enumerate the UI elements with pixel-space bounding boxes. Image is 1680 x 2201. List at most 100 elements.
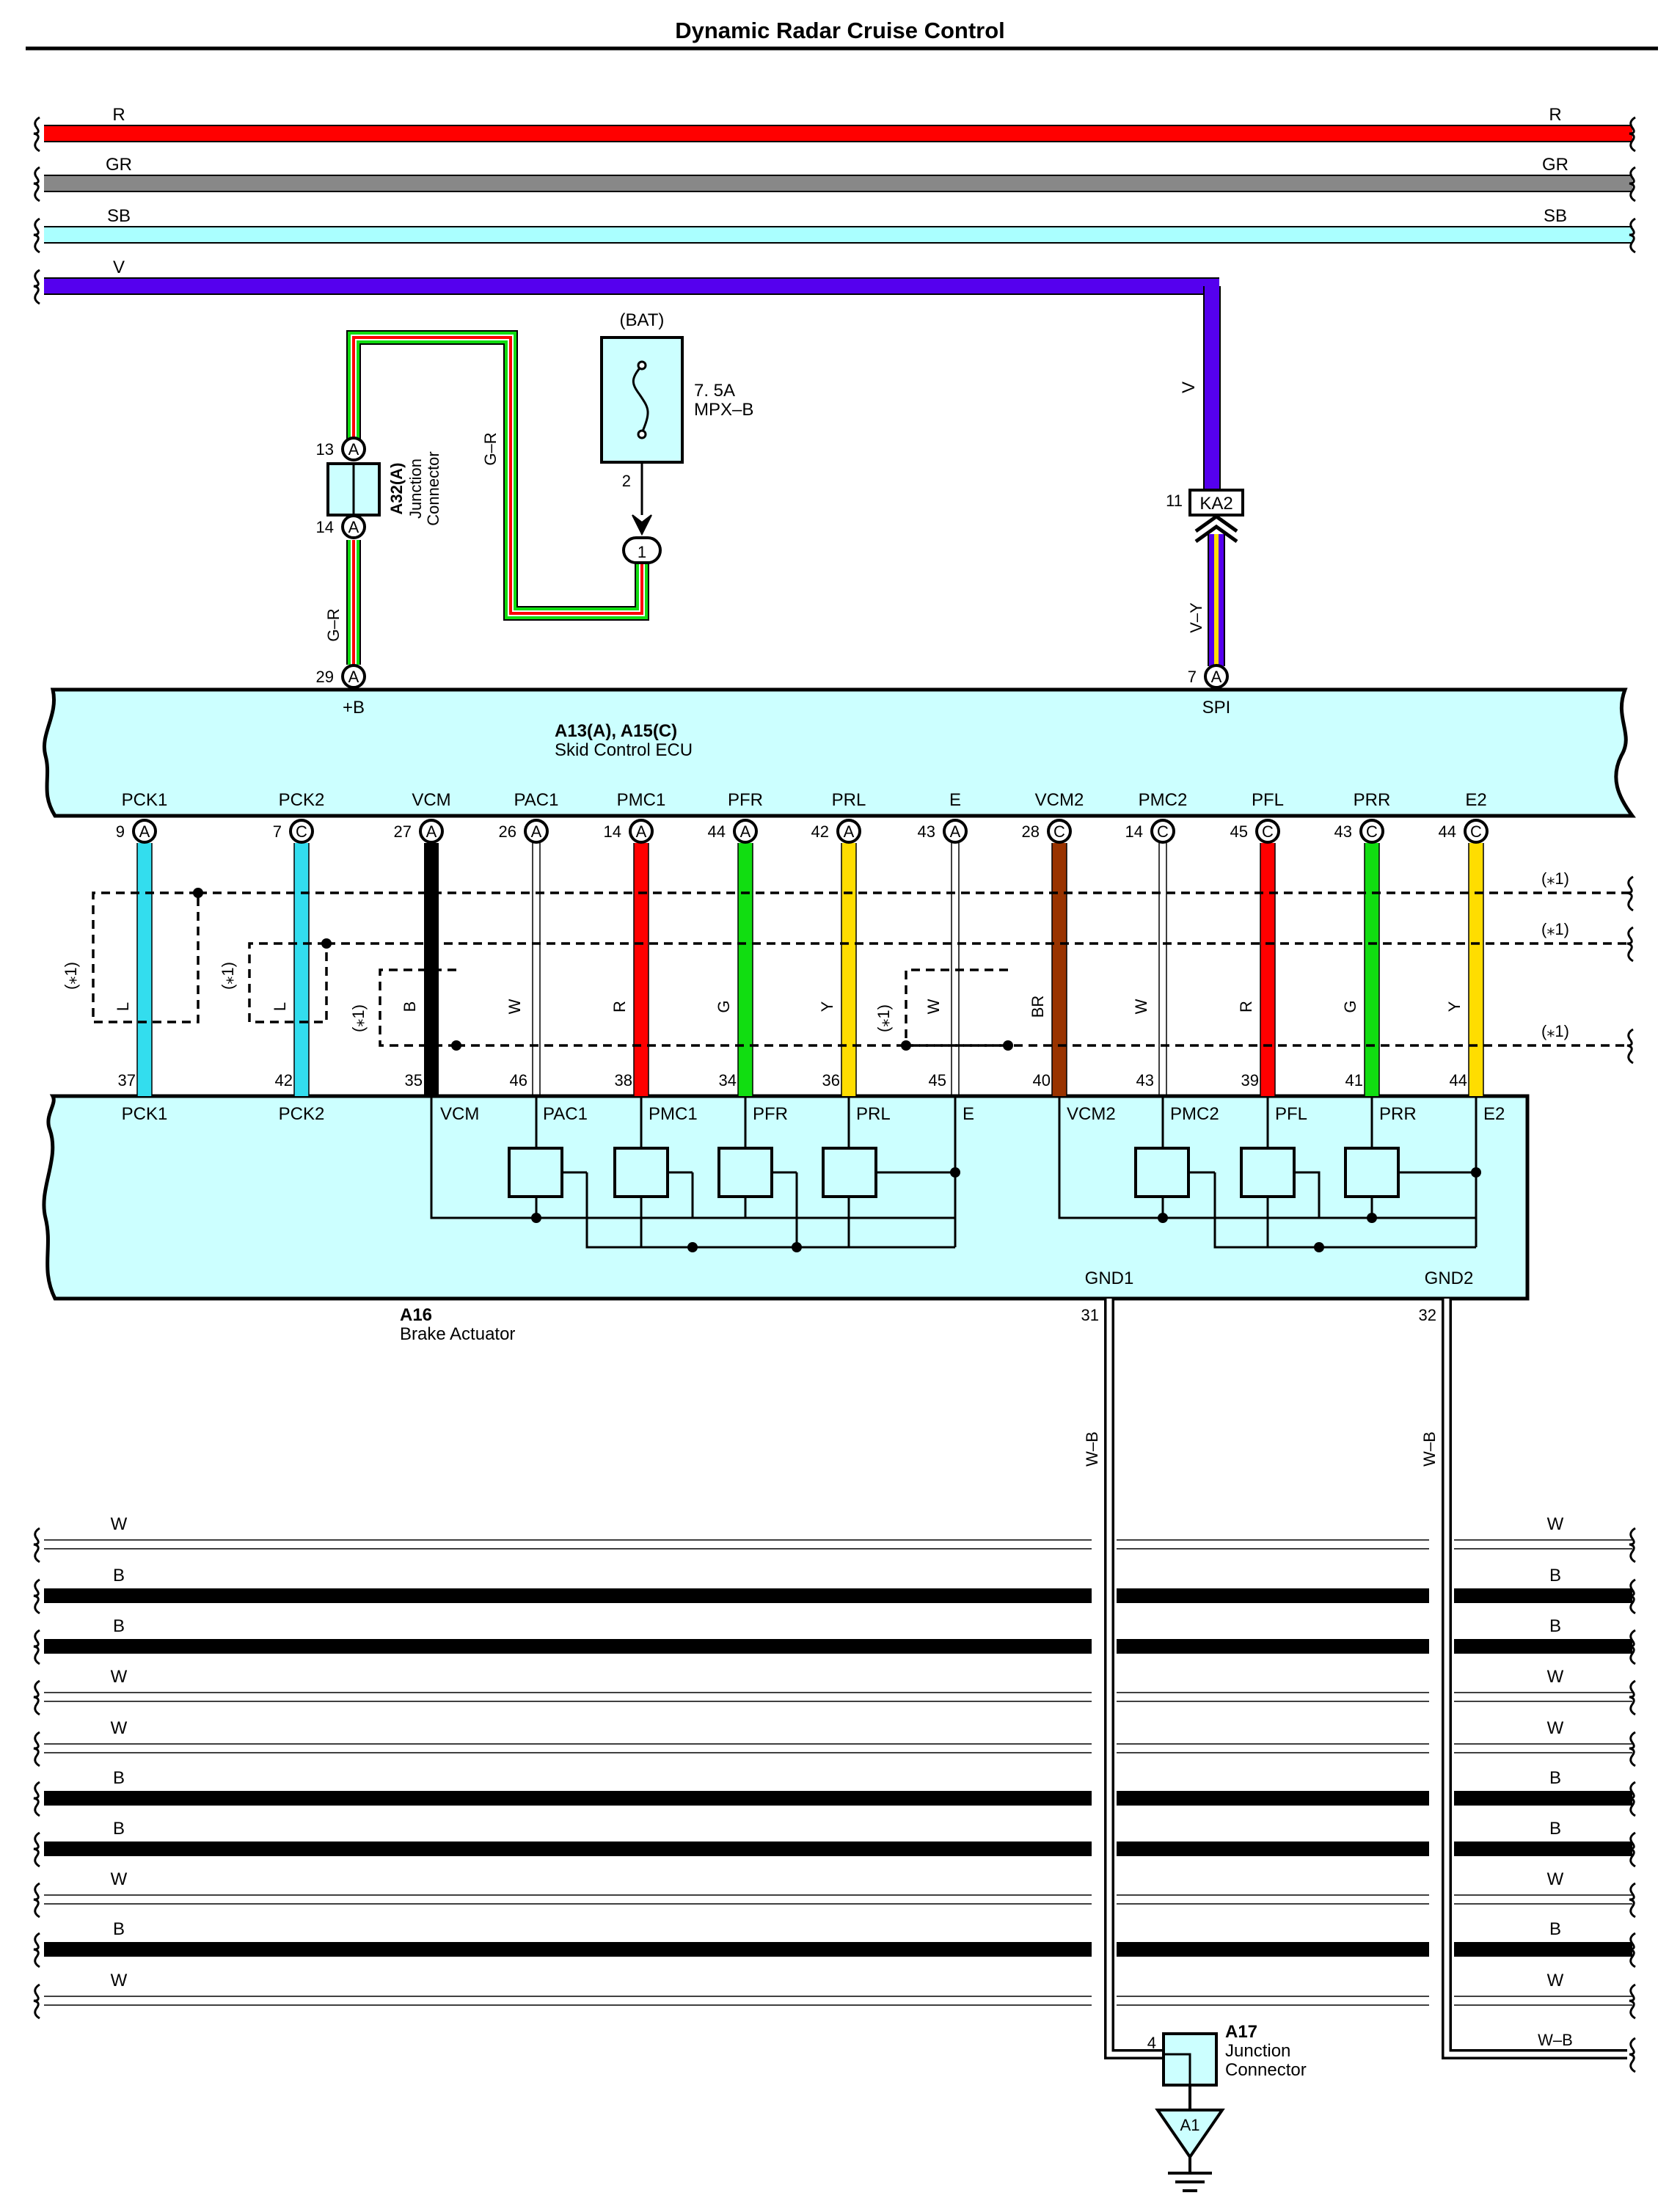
ecu-terminal-pin: C xyxy=(1464,819,1489,844)
a17-pin: 4 xyxy=(1147,2034,1156,2052)
actuator-terminal-label: PRL xyxy=(856,1104,891,1124)
bottom-bus-label-right: W xyxy=(1547,1869,1564,1889)
actuator-pin-num: 42 xyxy=(275,1071,293,1089)
terminal-wire-label: W xyxy=(924,999,943,1014)
gnd1-wb-wire xyxy=(1104,1299,1164,2059)
vy-wire-label: V–Y xyxy=(1187,602,1205,633)
bat-connector-oval xyxy=(622,536,662,564)
gnd2-wb-wire xyxy=(1442,1299,1627,2059)
ecu-terminal-pin-num: 44 xyxy=(1439,822,1456,841)
ecu-terminal-name: VCM2 xyxy=(1035,790,1084,810)
ecu-terminal-pin-ring xyxy=(1359,819,1384,844)
ground-triangle xyxy=(1155,2109,1225,2160)
ecu-plus-b-num: 29 xyxy=(316,668,334,686)
actuator-pin-num: 39 xyxy=(1241,1071,1259,1089)
bottom-bus-label-right: B xyxy=(1549,1616,1561,1636)
bottom-bus-label-right: W xyxy=(1547,1971,1564,1990)
ecu-terminal-pin-letter: A xyxy=(740,822,751,841)
fuse-end-icon xyxy=(637,360,647,371)
shield-box-pck2 xyxy=(248,942,328,1023)
bottom-bus-9 xyxy=(44,1996,1632,2006)
circuit-junction-dot xyxy=(1471,1167,1481,1178)
bottom-bus-label-right: B xyxy=(1549,1566,1561,1585)
bat-fuse xyxy=(600,336,684,464)
ecu-terminal-pin-num: 42 xyxy=(811,822,829,841)
terminal-wire-label: G xyxy=(1341,1000,1359,1012)
ecu-spi-label: SPI xyxy=(1202,698,1231,718)
solenoid-prr xyxy=(1344,1147,1400,1198)
ecu-code: A13(A), A15(C) xyxy=(555,721,677,741)
bus-break-right-icon xyxy=(1629,166,1636,202)
actuator-pin-num: 37 xyxy=(118,1071,136,1089)
ecu-terminal-pin-num: 44 xyxy=(708,822,726,841)
terminal-wire-e2 xyxy=(1468,843,1484,1096)
gr-wire-label-top: G–R xyxy=(481,432,500,465)
ecu-terminal-name: PRR xyxy=(1354,790,1391,810)
ecu-spi-num: 7 xyxy=(1188,668,1197,686)
ecu-terminal-pin-num: 14 xyxy=(1125,822,1143,841)
ecu-plus-b-pin-ring xyxy=(341,664,366,689)
shield-note-pck1: (⁎1) xyxy=(62,962,80,990)
bus-break-left-icon xyxy=(33,166,40,202)
actuator-terminal-label: PCK1 xyxy=(122,1104,168,1124)
circuit-junction-dot xyxy=(687,1242,698,1252)
bus-break-right-icon xyxy=(1629,1932,1636,1968)
actuator-terminal-label: PMC1 xyxy=(649,1104,698,1124)
ecu-terminal-pin: A xyxy=(524,819,549,844)
gr-wire-upper-red xyxy=(352,336,643,615)
a32-pin-bottom-ring xyxy=(341,514,366,539)
actuator-pin-num: 36 xyxy=(822,1071,840,1089)
actuator-body xyxy=(42,1094,1530,1301)
bus-break-right-icon xyxy=(1629,116,1636,153)
solenoid-pmc1 xyxy=(613,1147,669,1198)
terminal-wire-pmc1 xyxy=(633,843,649,1096)
bus-break-right-icon xyxy=(1629,1527,1636,1563)
gnd2-wire-label: W–B xyxy=(1420,1431,1439,1467)
ecu-terminal-pin-num: 43 xyxy=(1334,822,1352,841)
bus-break-left-icon xyxy=(33,1932,40,1968)
solenoid-pfr xyxy=(717,1147,773,1198)
shield-box-pck2-junction-dot xyxy=(321,938,332,949)
ecu-terminal-pin: C xyxy=(1359,819,1384,844)
bat-label: (BAT) xyxy=(620,310,665,330)
terminal-wire-vcm2 xyxy=(1051,843,1067,1096)
actuator-terminal-label: PRR xyxy=(1379,1104,1417,1124)
a32-code: A32(A) xyxy=(387,463,406,515)
ecu-terminal-pin-ring xyxy=(733,819,758,844)
bus-break-right-icon xyxy=(1629,1983,1636,2020)
gnd1-pin: 31 xyxy=(1081,1306,1099,1324)
terminal-wire-pmc2 xyxy=(1158,843,1167,1096)
ka2-connector: KA2 xyxy=(1188,489,1244,517)
terminal-wire-label: B xyxy=(401,1001,419,1012)
ecu-terminal-pin-letter: C xyxy=(1262,822,1274,841)
ecu-terminal-pin-letter: A xyxy=(139,822,150,841)
ecu-terminal-pin-num: 9 xyxy=(116,822,125,841)
ecu-terminal-name: PRL xyxy=(832,790,866,810)
actuator-pin-num: 40 xyxy=(1033,1071,1051,1089)
ecu-terminal-pin: A xyxy=(836,819,861,844)
bat-connector-pin: 1 xyxy=(638,543,646,561)
bus-break-left-icon xyxy=(33,1882,40,1919)
bus-break-right-icon xyxy=(1629,1731,1636,1767)
bus-break-left-icon xyxy=(33,1679,40,1716)
terminal-wire-label: R xyxy=(1237,1001,1255,1012)
bus-break-left-icon xyxy=(33,1781,40,1817)
bus-break-left-icon xyxy=(33,1831,40,1868)
bottom-bus-label-left: B xyxy=(113,1566,125,1585)
bus-break-right-icon xyxy=(1629,1781,1636,1817)
actuator-pin-num: 43 xyxy=(1136,1071,1154,1089)
ecu-terminal-pin-ring xyxy=(132,819,157,844)
a32-pin-top: A xyxy=(341,437,366,461)
ecu-plus-b-pin: A xyxy=(341,664,366,689)
actuator-terminal-label: PCK2 xyxy=(279,1104,325,1124)
ecu-body xyxy=(43,687,1636,818)
terminal-wire-pac1 xyxy=(532,843,541,1096)
shield-note-vcm: (⁎1) xyxy=(349,1004,368,1032)
shield-break-icon xyxy=(1626,1028,1634,1065)
top-bus-label-right: R xyxy=(1549,105,1561,125)
bottom-bus-label-right: B xyxy=(1549,1919,1561,1939)
ecu-name: Skid Control ECU xyxy=(555,740,693,760)
pin-arrow-icon xyxy=(632,514,652,536)
ecu-terminal-pin-ring xyxy=(836,819,861,844)
